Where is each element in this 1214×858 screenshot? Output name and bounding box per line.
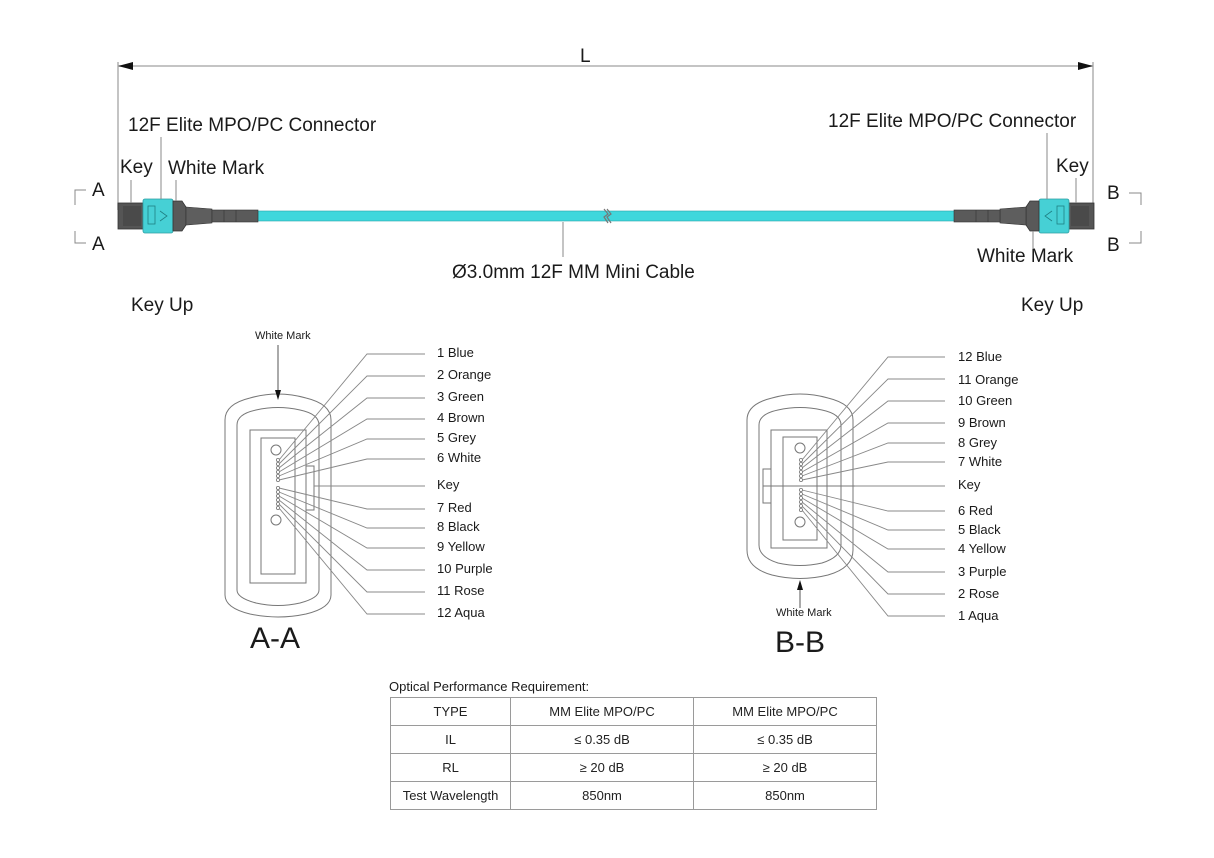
cable-break-icon (603, 208, 609, 224)
section-marker-a-bottom: A (92, 234, 105, 255)
table-cell: ≤ 0.35 dB (693, 725, 877, 754)
fiber-label: 2 Orange (437, 367, 492, 382)
fiber-label: 6 Red (958, 503, 993, 518)
table-row: Test Wavelength 850nm 850nm (390, 781, 877, 810)
section-bb-drawing (746, 393, 855, 579)
section-aa-leaders (278, 353, 425, 615)
table-cell: MM Elite MPO/PC (693, 697, 877, 726)
right-key-up-label: Key Up (1021, 295, 1084, 316)
cable-label: Ø3.0mm 12F MM Mini Cable (452, 262, 695, 283)
fiber-label: 1 Blue (437, 345, 474, 360)
fiber-label: 7 Red (437, 500, 472, 515)
performance-title: Optical Performance Requirement: (389, 679, 590, 694)
fiber-label: 4 Yellow (958, 541, 1006, 556)
section-marker-a-top: A (92, 180, 105, 201)
table-row: RL ≥ 20 dB ≥ 20 dB (390, 753, 877, 782)
performance-table: TYPE MM Elite MPO/PC MM Elite MPO/PC IL … (390, 697, 877, 810)
left-key-up-label: Key Up (131, 295, 194, 316)
table-cell: 850nm (510, 781, 694, 810)
fiber-label: 8 Grey (958, 435, 998, 450)
right-connector (953, 198, 1095, 234)
right-key-label: Key (1056, 156, 1089, 177)
table-row: IL ≤ 0.35 dB ≤ 0.35 dB (390, 725, 877, 754)
bb-white-mark-label: White Mark (776, 607, 832, 619)
key-label: Key (958, 477, 981, 492)
arrow-right-icon (1078, 62, 1093, 70)
fiber-label: 9 Yellow (437, 539, 485, 554)
fiber-label: 5 Grey (437, 430, 477, 445)
length-label: L (580, 46, 591, 67)
fiber-label: 9 Brown (958, 415, 1006, 430)
table-cell: ≥ 20 dB (510, 753, 694, 782)
fiber-label: 8 Black (437, 519, 480, 534)
table-cell: ≥ 20 dB (693, 753, 877, 782)
section-marker-b-bottom: B (1107, 235, 1120, 256)
fiber-label: 2 Rose (958, 586, 1000, 601)
fiber-label: 12 Blue (958, 349, 1003, 364)
left-connector-label: 12F Elite MPO/PC Connector (128, 115, 377, 136)
table-cell: TYPE (390, 697, 511, 726)
table-cell: ≤ 0.35 dB (510, 725, 694, 754)
table-cell: Test Wavelength (390, 781, 511, 810)
fiber-label: 5 Black (958, 522, 1001, 537)
table-cell: RL (390, 753, 511, 782)
fiber-label: 6 White (437, 450, 482, 465)
left-connector (117, 198, 259, 234)
fiber-label: 4 Brown (437, 410, 485, 425)
fiber-label: 11 Rose (437, 583, 485, 598)
fiber-label: 3 Purple (958, 564, 1007, 579)
fiber-label: 10 Green (958, 393, 1013, 408)
table-row: TYPE MM Elite MPO/PC MM Elite MPO/PC (390, 697, 877, 726)
section-bb-leaders (801, 356, 945, 617)
section-aa-drawing (224, 393, 332, 618)
fiber-label: 10 Purple (437, 561, 493, 576)
table-cell: 850nm (693, 781, 877, 810)
arrow-left-icon (118, 62, 133, 70)
fiber-label: 12 Aqua (437, 605, 485, 620)
fiber-label: 1 Aqua (958, 608, 999, 623)
key-label: Key (437, 477, 460, 492)
table-cell: MM Elite MPO/PC (510, 697, 694, 726)
table-cell: IL (390, 725, 511, 754)
white-mark-arrow-icon (275, 390, 281, 400)
fiber-label: 11 Orange (958, 372, 1019, 387)
white-mark-arrow-icon (797, 580, 803, 590)
section-marker-b-top: B (1107, 183, 1120, 204)
left-white-mark-label: White Mark (168, 158, 265, 179)
section-bb-title: B-B (775, 626, 826, 659)
fiber-label: 7 White (958, 454, 1003, 469)
fiber-label: 3 Green (437, 389, 484, 404)
left-key-label: Key (120, 157, 153, 178)
section-aa-title: A-A (250, 622, 301, 655)
aa-white-mark-label: White Mark (255, 330, 311, 342)
length-dimension (117, 62, 1094, 210)
right-connector-label: 12F Elite MPO/PC Connector (828, 111, 1077, 132)
right-white-mark-label: White Mark (977, 246, 1074, 267)
